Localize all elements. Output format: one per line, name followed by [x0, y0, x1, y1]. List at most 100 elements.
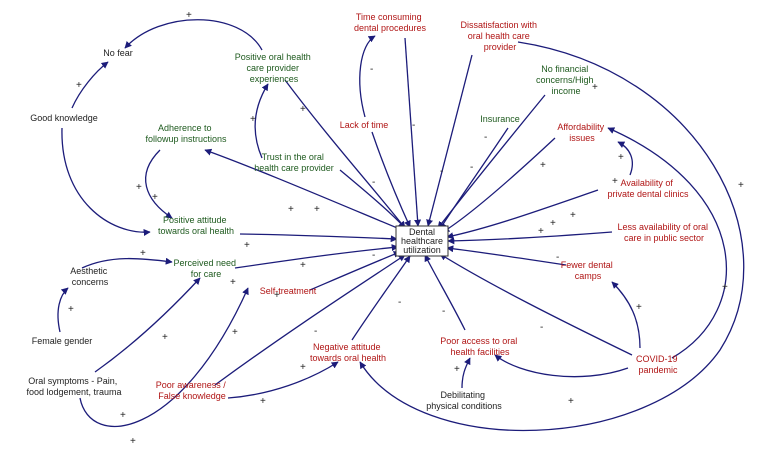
node-no-fear: No fear: [103, 48, 133, 58]
center-box: [395, 225, 449, 257]
node-female-gender: Female gender: [32, 336, 93, 346]
sign-mark: -: [314, 326, 317, 337]
sign-mark: +: [186, 10, 192, 21]
sign-mark: +: [230, 277, 236, 288]
node-line: Lack of time: [340, 120, 389, 130]
node-line: towards oral health: [158, 226, 234, 236]
edge-self-treatment-to-center: [309, 251, 401, 291]
sign-mark: -: [540, 322, 543, 333]
node-line: followup instructions: [145, 134, 227, 144]
node-line: Negative attitude: [313, 342, 381, 352]
nodes: No fear Good knowledge Positive oral hea…: [26, 12, 710, 411]
edge-trust-to-provider-exp: [254, 83, 269, 159]
sign-mark: +: [260, 396, 266, 407]
node-line: Fewer dental: [561, 260, 613, 270]
node-positive-attitude: Positive attitude towards oral health: [158, 215, 234, 236]
node-line: Trust in the oral: [262, 152, 324, 162]
node-poor-awareness: Poor awareness / False knowledge: [156, 380, 229, 401]
node-perceived-need: Perceived need for care: [173, 258, 238, 279]
node-poor-access: Poor access to oral health facilities: [440, 336, 520, 357]
node-good-knowledge: Good knowledge: [30, 113, 98, 123]
edge-symptoms-to-poor-awareness: [79, 287, 249, 428]
sign-mark: +: [68, 304, 74, 315]
sign-mark: -: [398, 297, 401, 308]
sign-mark: -: [372, 177, 375, 188]
sign-mark: +: [618, 152, 624, 163]
sign-mark: +: [300, 104, 306, 115]
sign-mark: +: [540, 160, 546, 171]
edge-covid-to-fewer-camps: [611, 281, 641, 349]
node-line: No fear: [103, 48, 133, 58]
sign-mark: +: [162, 332, 168, 343]
node-line: physical conditions: [426, 401, 502, 411]
edge-debilitating-to-poor-access: [461, 357, 471, 389]
center-line: Dental: [409, 227, 435, 237]
node-line: provider: [484, 42, 517, 52]
node-line: food lodgement, trauma: [26, 387, 121, 397]
edge-provider-exp-to-center: [284, 79, 406, 229]
edge-negative-attitude-to-center: [351, 255, 411, 341]
sign-mark: +: [140, 248, 146, 259]
edge-aesthetic-to-perceived-need: [81, 257, 173, 269]
sign-mark: +: [568, 396, 574, 407]
edge-covid-to-poor-access: [494, 354, 629, 378]
sign-mark: +: [274, 290, 280, 301]
sign-mark: -: [440, 166, 443, 177]
node-line: experiences: [250, 74, 299, 84]
sign-mark: +: [538, 226, 544, 237]
node-no-financial: No financial concerns/High income: [536, 64, 596, 96]
edge-female-to-aesthetic: [57, 287, 69, 333]
node-fewer-camps: Fewer dental camps: [561, 260, 616, 281]
sign-mark: +: [570, 210, 576, 221]
edge-good-knowledge-to-positive-attitude: [61, 127, 151, 236]
node-line: Female gender: [32, 336, 93, 346]
node-aesthetic: Aesthetic concerns: [70, 266, 110, 287]
node-trust: Trust in the oral health care provider: [254, 152, 334, 173]
node-line: oral health care: [468, 31, 530, 41]
edge-affordability-to-center: [442, 137, 556, 233]
node-line: camps: [575, 271, 602, 281]
sign-mark: +: [454, 364, 460, 375]
node-line: No financial: [541, 64, 588, 74]
node-oral-symptoms: Oral symptoms - Pain, food lodgement, tr…: [26, 376, 121, 397]
node-line: for care: [191, 269, 222, 279]
node-line: Aesthetic: [70, 266, 108, 276]
sign-mark: +: [76, 80, 82, 91]
node-line: Oral symptoms - Pain,: [28, 376, 117, 386]
node-time-consuming: Time consuming dental procedures: [354, 12, 427, 33]
node-line: care in public sector: [624, 233, 704, 243]
edge-private-clinics-to-center: [446, 189, 599, 240]
node-line: Positive oral health: [235, 52, 311, 62]
sign-mark: +: [120, 410, 126, 421]
node-covid: COVID-19 pandemic: [636, 354, 680, 375]
node-line: Debilitating: [440, 390, 485, 400]
edge-dissatisfaction-to-center: [426, 54, 473, 227]
node-line: concerns/High: [536, 75, 594, 85]
node-negative-attitude: Negative attitude towards oral health: [310, 342, 386, 363]
edges-secondary: [57, 19, 745, 432]
edge-adherence-to-positive-attitude: [145, 149, 173, 219]
sign-mark: +: [130, 436, 136, 447]
edge-less-public-to-center: [447, 231, 613, 245]
center-line: healthcare: [401, 236, 443, 246]
node-line: towards oral health: [310, 353, 386, 363]
sign-mark: -: [370, 64, 373, 75]
node-line: False knowledge: [158, 391, 226, 401]
center-node: Dental healthcare utilization: [395, 225, 449, 257]
node-self-treatment: Self-treatment: [260, 286, 317, 296]
node-private-clinics: Availability of private dental clinics: [607, 178, 689, 199]
sign-mark: +: [612, 176, 618, 187]
center-line: Dental: [409, 227, 435, 237]
node-line: care provider: [246, 63, 299, 73]
node-line: health care provider: [254, 163, 334, 173]
center-line: utilization: [403, 245, 441, 255]
edge-positive-attitude-to-center: [239, 233, 398, 243]
node-positive-provider-exp: Positive oral health care provider exper…: [235, 52, 314, 84]
node-insurance: Insurance: [480, 114, 520, 124]
node-debilitating: Debilitating physical conditions: [426, 390, 502, 411]
sign-mark: -: [556, 252, 559, 263]
node-less-public: Less availability of oral care in public…: [617, 222, 710, 243]
node-line: Poor awareness /: [156, 380, 227, 390]
sign-mark: +: [250, 114, 256, 125]
node-line: Less availability of oral: [617, 222, 708, 232]
